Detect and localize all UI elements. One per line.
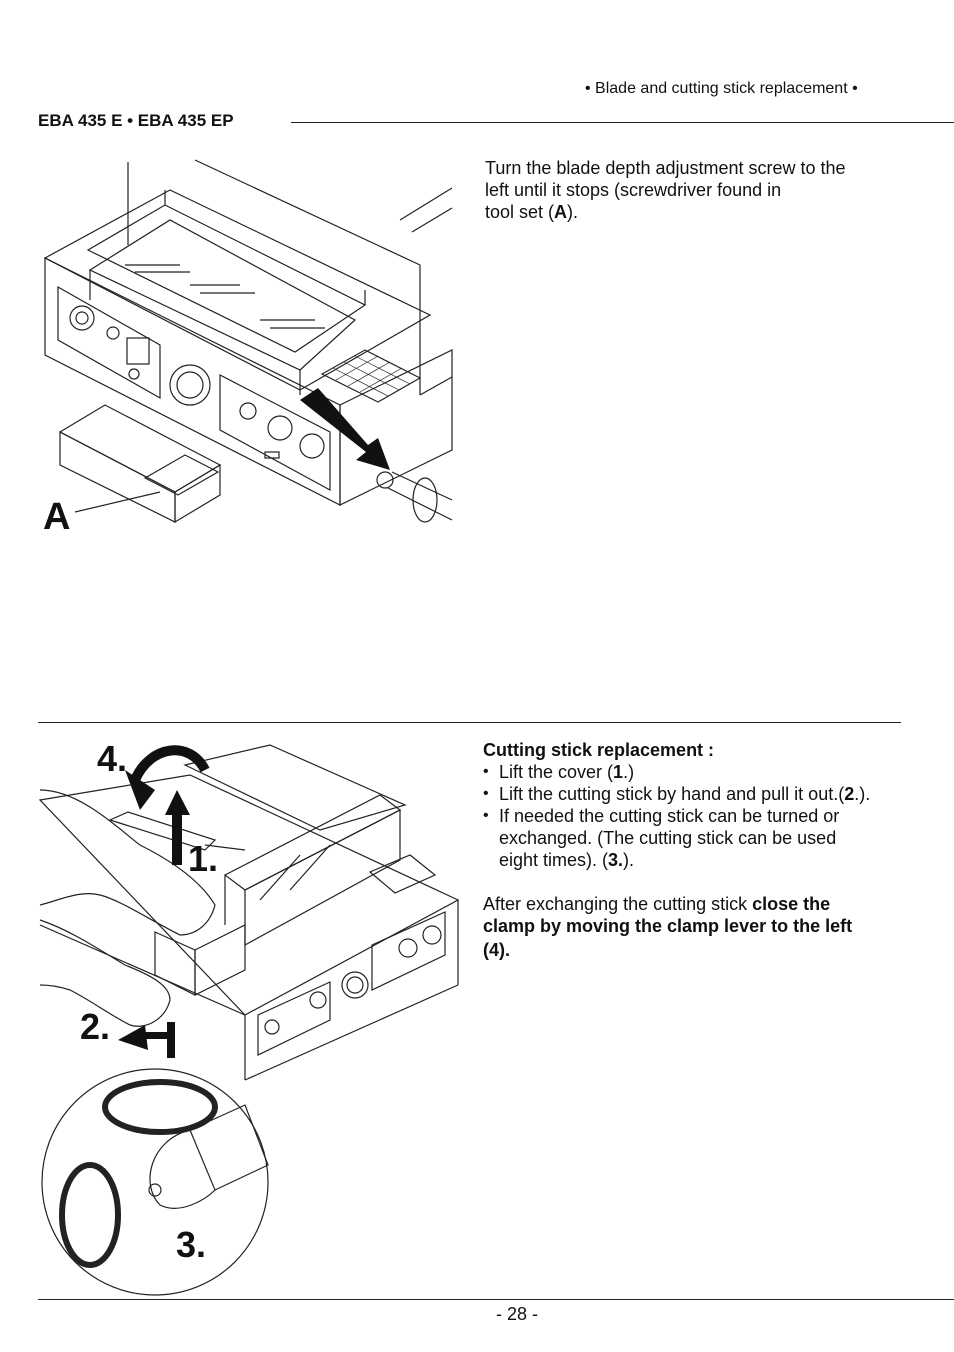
list-item: Lift the cutting stick by hand and pull …: [483, 783, 923, 805]
cutting-stick-heading: Cutting stick replacement :: [483, 740, 715, 760]
instruction-line-1: Turn the blade depth adjustment screw to…: [485, 158, 846, 178]
instruction-line-3: tool set (A).: [485, 202, 579, 222]
model-name: EBA 435 E • EBA 435 EP: [38, 111, 234, 130]
figure-label-a: A: [43, 496, 71, 538]
step-marker-3: 3.: [176, 1224, 207, 1265]
step-marker-1: 1.: [188, 838, 219, 879]
blade-depth-instructions: Turn the blade depth adjustment screw to…: [485, 157, 915, 223]
section-rule: [38, 722, 901, 723]
list-item: If needed the cutting stick can be turne…: [483, 805, 923, 871]
page-number: - 28 -: [495, 1304, 538, 1324]
after-exchange-note: After exchanging the cutting stick close…: [483, 894, 853, 960]
cutting-stick-instructions: Cutting stick replacement : Lift the cov…: [483, 739, 923, 961]
step-marker-4: 4.: [97, 738, 128, 779]
step-marker-2: 2.: [80, 1006, 111, 1047]
cutting-stick-steps: Lift the cover (1.) Lift the cutting sti…: [483, 761, 923, 871]
header-rule: [291, 122, 954, 123]
list-item: Lift the cover (1.): [483, 761, 923, 783]
instruction-line-2: left until it stops (screwdriver found i…: [485, 180, 782, 200]
section-title: • Blade and cutting stick replacement •: [585, 80, 858, 97]
footer-rule: [38, 1299, 954, 1300]
